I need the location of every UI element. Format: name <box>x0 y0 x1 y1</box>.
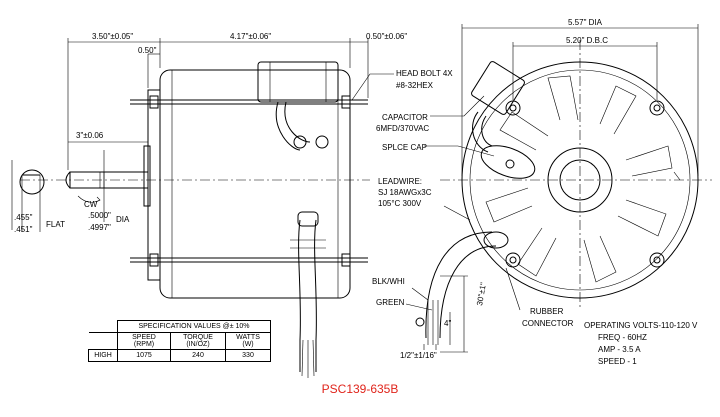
spec-table-blank <box>88 332 118 350</box>
spec-value-speed: 1075 <box>117 349 171 362</box>
bolt-holes <box>505 100 665 268</box>
callout-blk-wht: BLK/WHI <box>372 277 405 286</box>
callout-head-bolt-2: #8-32HEX <box>396 81 434 90</box>
splice-cap <box>480 145 536 179</box>
callout-splice-cap: SPLCE CAP <box>382 143 427 152</box>
shaft-end-view <box>19 169 45 195</box>
dim-dia-max: .5000" <box>88 211 111 220</box>
callout-capacitor-2: 6MFD/370VAC <box>376 124 429 133</box>
dim-flat-max: .455" <box>14 213 33 222</box>
side-view <box>11 38 394 378</box>
dim-dia-min: .4997" <box>88 223 111 232</box>
dim-rear-offset: 0.50"±0.06" <box>366 32 407 41</box>
spec-table-corner <box>88 320 118 333</box>
dim-outer-dia: 5.57" DIA <box>568 18 603 27</box>
operating-volts: OPERATING VOLTS-110-120 V <box>584 321 698 330</box>
dim-dia-label: DIA <box>116 215 130 224</box>
callout-leadwire-2: SJ 18AWGx3C <box>378 188 432 197</box>
callout-rubber-2: CONNECTOR <box>522 319 574 328</box>
dim-connector-length: 4" <box>444 319 451 328</box>
spec-header-speed: SPEED (RPM) <box>117 332 171 350</box>
callout-green: GREEN <box>376 298 405 307</box>
callout-capacitor-1: CAPACITOR <box>382 113 428 122</box>
dim-lead-spacing: 1/2"±1/16" <box>400 351 437 360</box>
dim-rotation: CW <box>84 200 98 209</box>
capacitor-end <box>471 61 525 153</box>
spec-value-torque: 240 <box>170 349 226 362</box>
callout-head-bolt-1: HEAD BOLT 4X <box>396 69 453 78</box>
spec-header-torque: TORQUE (IN/OZ) <box>170 332 226 350</box>
dim-bracket-offset: 0.50" <box>138 46 157 55</box>
spec-value-watts: 330 <box>225 349 271 362</box>
spec-row-label: HIGH <box>88 349 118 362</box>
operating-speed: SPEED - 1 <box>598 357 637 366</box>
spec-table: SPECIFICATION VALUES @± 10% SPEED (RPM) … <box>88 320 271 362</box>
dim-bolt-circle: 5.20" D.B.C <box>566 36 608 45</box>
callout-leadwire-1: LEADWIRE: <box>378 177 422 186</box>
end-leadwire <box>425 231 493 339</box>
dim-shaft-shoulder: 3.50"±0.05" <box>92 32 133 41</box>
model-number: PSC139-635B <box>321 382 399 396</box>
end-view-labels: 5.57" DIA 5.20" D.B.C CAPACITOR 6MFD/370… <box>372 18 698 366</box>
side-view-labels: 3.50"±0.05" 4.17"±0.06" 0.50" 0.50"±0.06… <box>14 32 453 234</box>
spec-header-watts: WATTS (W) <box>225 332 271 350</box>
dim-flat-min: .451" <box>14 225 33 234</box>
end-view <box>405 24 712 353</box>
operating-freq: FREQ - 60HZ <box>598 333 647 342</box>
dim-lead-length: 30"±1" <box>475 282 488 307</box>
callout-leadwire-3: 105°C 300V <box>378 199 422 208</box>
callout-rubber-1: RUBBER <box>530 307 564 316</box>
dim-flat-label: FLAT <box>46 220 65 229</box>
dim-body-length: 4.17"±0.06" <box>230 32 271 41</box>
side-leadwire <box>298 219 301 372</box>
spec-table-title: SPECIFICATION VALUES @± 10% <box>117 320 271 333</box>
dim-shaft-length: 3"±0.06 <box>76 131 104 140</box>
capacitor-side <box>257 61 339 103</box>
operating-amp: AMP - 3.5 A <box>598 345 641 354</box>
